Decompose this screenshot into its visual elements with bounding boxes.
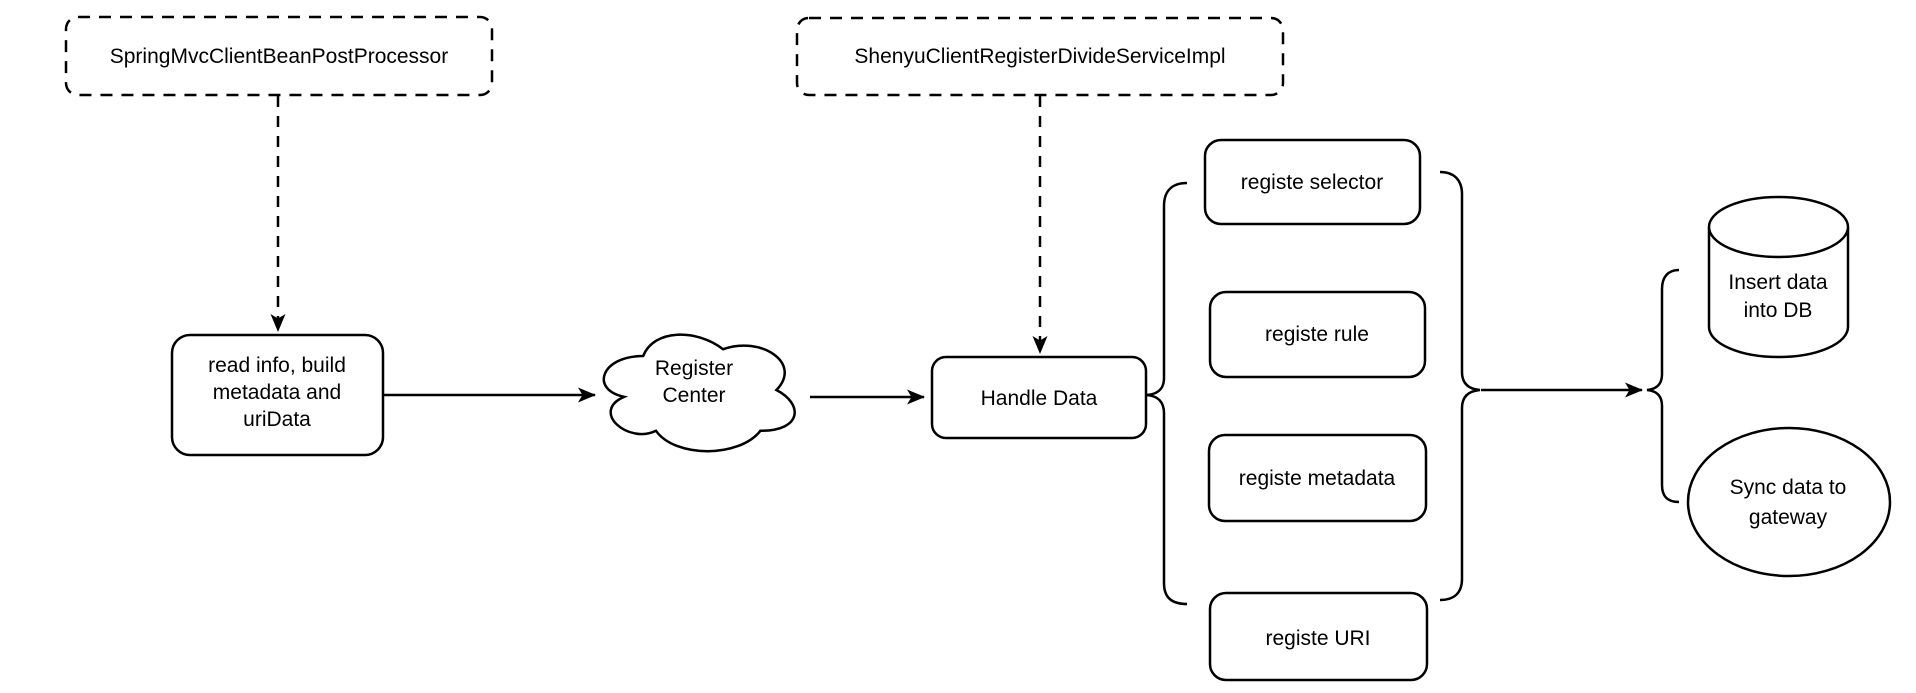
db-cylinder-body bbox=[1707, 227, 1850, 359]
read-info-label-line1: read info, build bbox=[208, 354, 346, 377]
registe-metadata-box bbox=[1207, 433, 1428, 523]
register-center-label-line2: Center bbox=[662, 384, 725, 407]
sync-gateway-label-line1: Sync data to bbox=[1730, 476, 1847, 499]
sync-gateway-label-line2: gateway bbox=[1749, 506, 1828, 529]
registe-metadata-label: registe metadata bbox=[1239, 467, 1396, 490]
read-info-label-line2: metadata and bbox=[213, 381, 341, 404]
shenyu-service-box bbox=[795, 16, 1285, 97]
registe-uri-label: registe URI bbox=[1265, 627, 1370, 650]
registe-rule-label: registe rule bbox=[1265, 323, 1369, 346]
read-info-box bbox=[170, 333, 385, 457]
insert-db-label-line1: Insert data bbox=[1728, 271, 1828, 294]
registe-group-left-brace bbox=[1146, 181, 1188, 606]
spring-processor-box bbox=[64, 15, 494, 97]
register-center-label-line1: Register bbox=[655, 357, 733, 380]
registe-rule-box bbox=[1208, 290, 1427, 379]
registe-group-right-brace bbox=[1439, 170, 1481, 602]
handle-data-label: Handle Data bbox=[981, 387, 1098, 410]
db-cylinder-top bbox=[1707, 195, 1850, 259]
read-info-label-line3: uriData bbox=[243, 408, 311, 431]
registe-uri-box bbox=[1208, 591, 1429, 682]
register-center-cloud bbox=[602, 333, 796, 453]
handle-data-box bbox=[930, 355, 1148, 440]
spring-processor-label: SpringMvcClientBeanPostProcessor bbox=[110, 45, 448, 68]
results-left-brace bbox=[1646, 268, 1680, 504]
shenyu-service-label: ShenyuClientRegisterDivideServiceImpl bbox=[854, 45, 1225, 68]
sync-gateway-ellipse bbox=[1686, 426, 1892, 578]
registe-selector-label: registe selector bbox=[1241, 171, 1383, 194]
insert-db-label-line2: into DB bbox=[1744, 299, 1813, 322]
registe-selector-box bbox=[1203, 138, 1422, 226]
